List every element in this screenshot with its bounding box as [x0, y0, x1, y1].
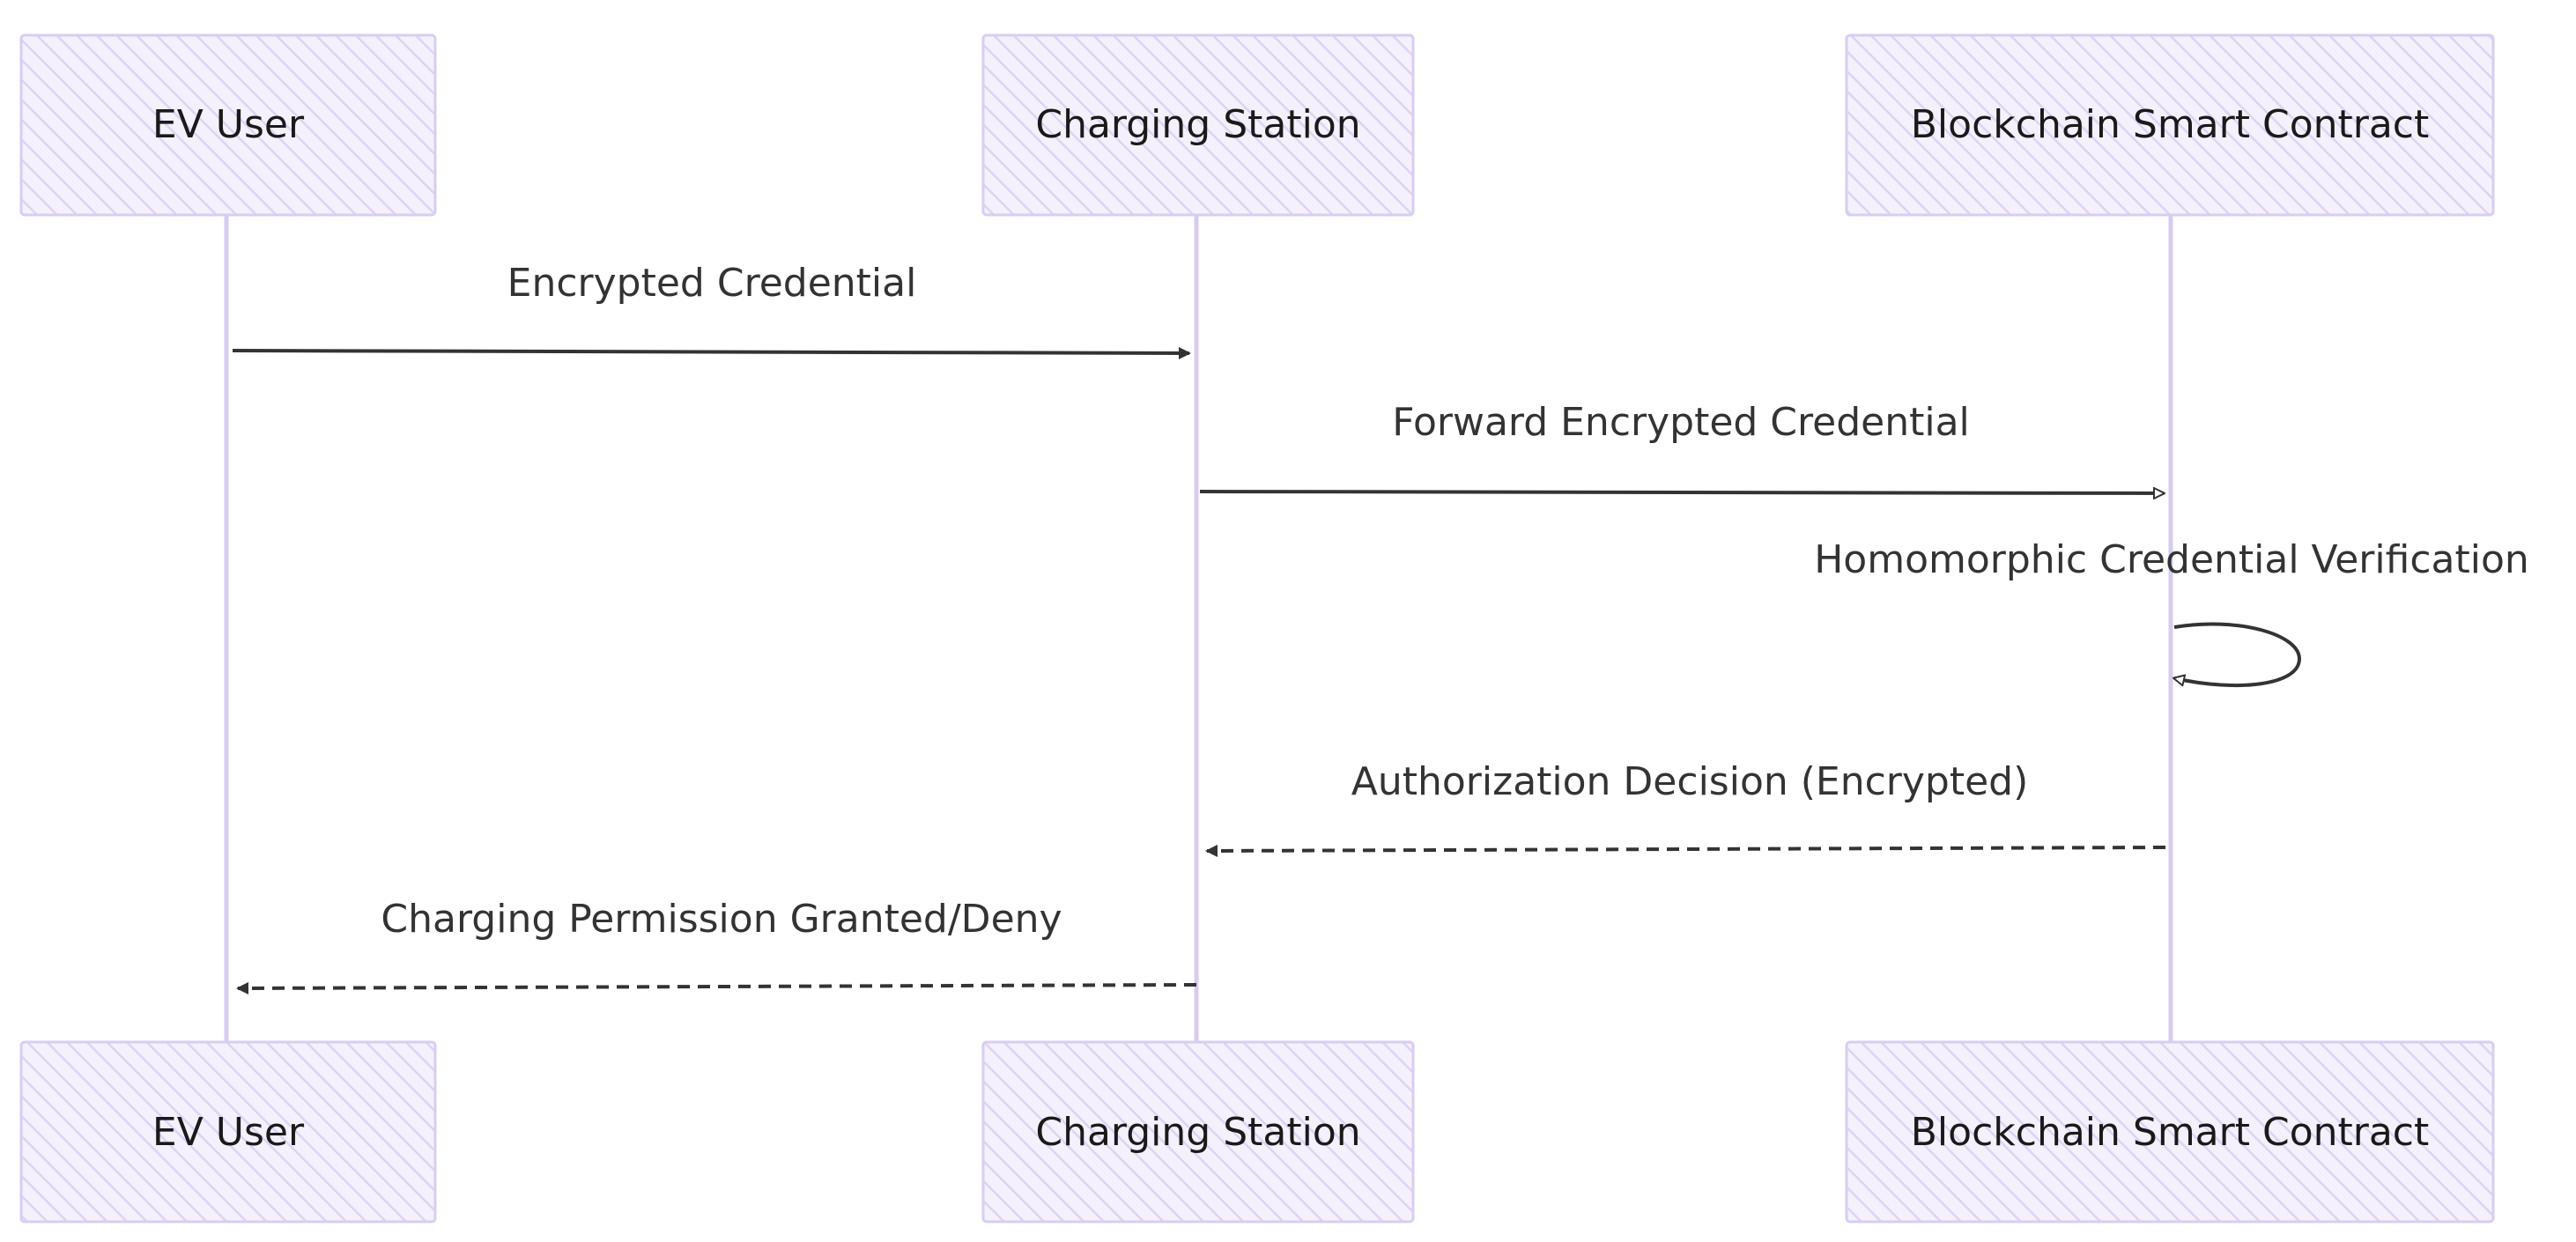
actor-label: Blockchain Smart Contract: [1911, 1110, 2430, 1155]
actor-label: Charging Station: [1035, 1110, 1360, 1155]
actor-label: EV User: [152, 1110, 305, 1155]
message-authorization-decision: Authorization Decision (Encrypted): [1205, 759, 2166, 857]
actor-charging-station-top: Charging Station: [981, 33, 1415, 217]
actor-ev-user-top: EV User: [19, 33, 437, 217]
actor-label: Charging Station: [1035, 102, 1360, 147]
actor-ev-user-bottom: EV User: [19, 1040, 437, 1224]
actor-blockchain-smart-contract-bottom: Blockchain Smart Contract: [1845, 1040, 2495, 1224]
message-homomorphic-credential-verification: Homomorphic Credential Verification: [1814, 537, 2529, 688]
actor-blockchain-smart-contract-top: Blockchain Smart Contract: [1845, 33, 2495, 217]
message-arrow: [1199, 492, 2164, 493]
message-self-loop-arrow: [2174, 622, 2302, 688]
actor-label: EV User: [152, 102, 305, 147]
message-label: Encrypted Credential: [507, 261, 917, 306]
message-charging-permission: Charging Permission Granted/Deny: [236, 897, 1197, 994]
actor-charging-station-bottom: Charging Station: [981, 1040, 1415, 1224]
message-arrow: [232, 346, 1191, 359]
message-label: Charging Permission Granted/Deny: [381, 897, 1062, 942]
message-label: Homomorphic Credential Verification: [1814, 537, 2529, 582]
actor-label: Blockchain Smart Contract: [1911, 102, 2430, 147]
message-arrow: [236, 981, 1197, 994]
message-arrow: [1205, 844, 2166, 857]
message-label: Authorization Decision (Encrypted): [1351, 759, 2029, 804]
message-encrypted-credential: Encrypted Credential: [232, 261, 1191, 359]
message-label: Forward Encrypted Credential: [1392, 400, 1970, 445]
message-forward-encrypted-credential: Forward Encrypted Credential: [1199, 400, 2164, 493]
